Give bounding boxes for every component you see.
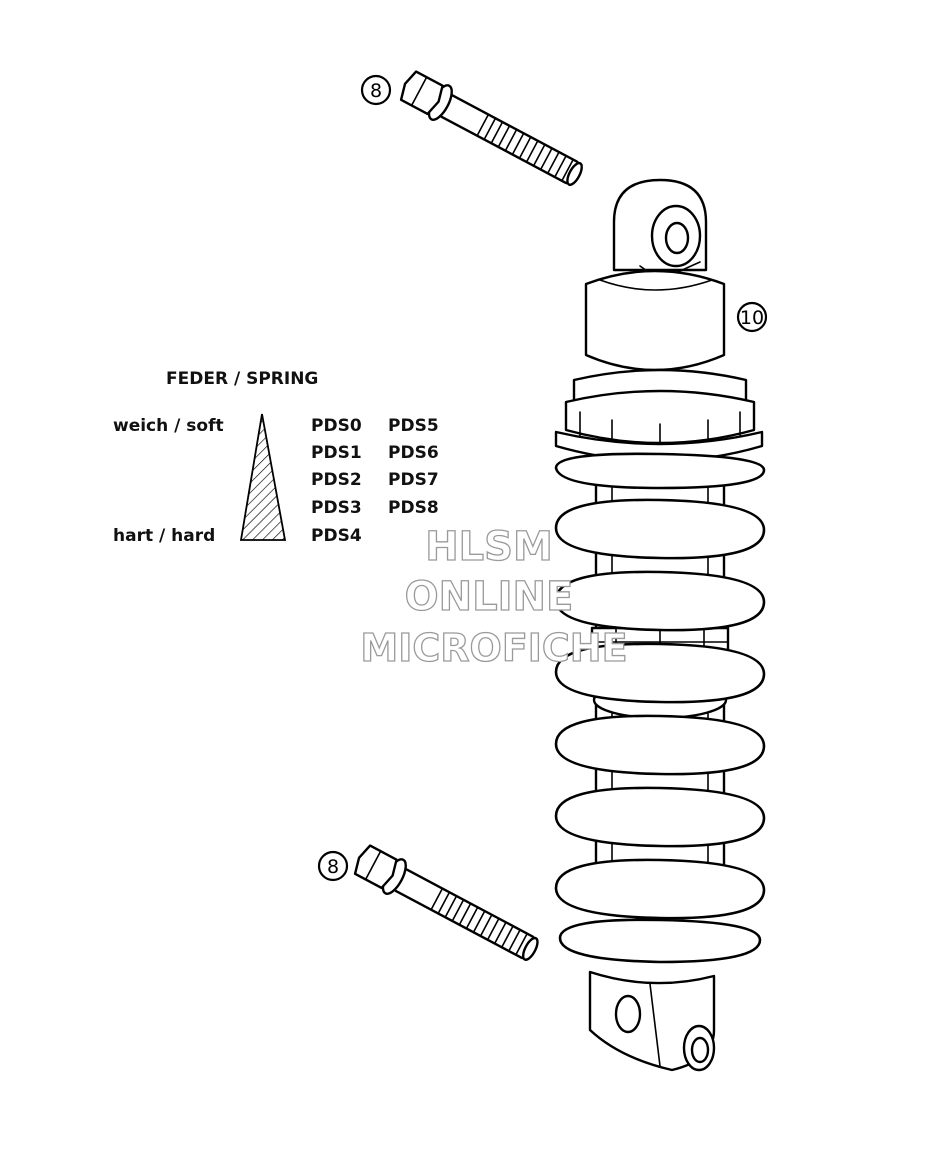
legend-hard-label: hart / hard <box>113 526 215 546</box>
spring-legend: FEDER / SPRING weich / soft hart / hard … <box>113 369 439 546</box>
callout-circle-bolt-top <box>360 74 392 106</box>
spring-pds3: PDS3 <box>311 498 362 518</box>
spring-pds7: PDS7 <box>388 470 439 490</box>
spring-pds4: PDS4 <box>311 526 362 546</box>
hardness-wedge <box>239 413 287 541</box>
legend-soft-label: weich / soft <box>113 416 224 436</box>
spring-pds8: PDS8 <box>388 498 439 518</box>
watermark-line3: MICROFICHE <box>360 626 627 670</box>
watermark-line2: ONLINE <box>405 574 574 620</box>
callout-bolt-top: 8 <box>370 80 382 102</box>
callout-circle-shock <box>736 301 768 333</box>
shock-absorber: 10 <box>554 178 768 1072</box>
bolt-top: 8 <box>360 70 583 186</box>
spring-pds1: PDS1 <box>311 443 362 463</box>
spring-pds6: PDS6 <box>388 443 439 463</box>
spring-pds5: PDS5 <box>388 416 439 436</box>
watermark: HLSM ONLINE MICROFICHE <box>360 523 628 670</box>
callout-bolt-bottom: 8 <box>327 856 339 878</box>
callout-shock-absorber: 10 <box>740 307 764 329</box>
bolt-bottom: 8 <box>317 844 539 961</box>
legend-title: FEDER / SPRING <box>166 369 318 389</box>
callout-circle-bolt-bottom <box>317 850 349 882</box>
spring-pds0: PDS0 <box>311 416 362 436</box>
watermark-line1: HLSM <box>425 524 553 570</box>
spring-pds2: PDS2 <box>311 470 362 490</box>
